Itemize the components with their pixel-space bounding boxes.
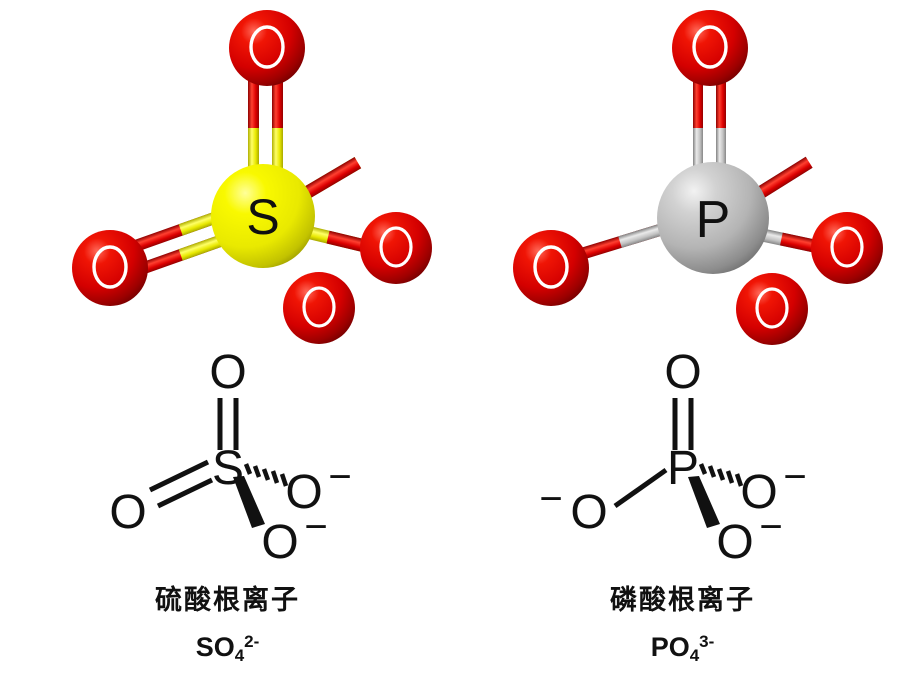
atom-oxygen-left-phosphate	[513, 230, 589, 306]
lewis-atom-center-phosphorus: P	[667, 442, 699, 495]
atom-label-phosphorus: P	[696, 191, 731, 249]
lewis-charge-lower-left-phosphate: −	[539, 477, 562, 521]
lewis-atom-oxygen-right-sulfate: O	[285, 466, 322, 519]
lewis-charge-right-sulfate: −	[328, 455, 351, 499]
lewis-atom-oxygen-top-phosphate: O	[664, 350, 701, 399]
panel-phosphate: P	[455, 0, 910, 691]
lewis-atom-oxygen-top-sulfate: O	[209, 350, 246, 399]
lewis-charge-lower-right-phosphate: −	[759, 505, 782, 549]
atom-oxygen-top-phosphate	[672, 10, 748, 86]
atom-oxygen-bottom-sulfate	[283, 272, 355, 344]
lewis-charge-right-phosphate: −	[783, 455, 806, 499]
caption-formula-sulfate: SO42-	[0, 632, 455, 666]
caption-formula-phosphate: PO43-	[455, 632, 910, 666]
lewis-bond-single-lower-left-phosphate	[613, 467, 668, 509]
lewis-structure-phosphate: O P O − O − O −	[455, 350, 910, 580]
formula-superscript-sulfate: 2-	[244, 632, 260, 651]
lewis-bond-double-top-phosphate	[672, 398, 694, 450]
lewis-atom-oxygen-lower-left-sulfate: O	[109, 486, 146, 539]
atom-oxygen-top-sulfate	[229, 10, 305, 86]
formula-subscript-sulfate: 4	[234, 646, 245, 665]
lewis-atom-oxygen-lower-right-phosphate: O	[716, 516, 753, 569]
lewis-bond-solid-wedge-lower-right-phosphate	[688, 476, 720, 528]
atom-oxygen-right-phosphate	[811, 212, 883, 284]
lewis-charge-lower-right-sulfate: −	[304, 505, 327, 549]
lewis-atom-oxygen-lower-left-phosphate: O	[570, 486, 607, 539]
atom-oxygen-right-sulfate	[360, 212, 432, 284]
caption-name-phosphate: 磷酸根离子	[610, 585, 755, 616]
ball-and-stick-model-sulfate: S	[0, 0, 455, 355]
lewis-atom-oxygen-right-phosphate: O	[740, 466, 777, 519]
ball-and-stick-model-phosphate: P	[455, 0, 910, 355]
caption-name-sulfate: 硫酸根离子	[155, 585, 300, 616]
atom-label-sulfur: S	[246, 189, 279, 245]
lewis-bond-double-lower-left-sulfate	[148, 459, 214, 509]
atom-oxygen-left-sulfate	[72, 230, 148, 306]
formula-base-phosphate: PO	[650, 632, 690, 662]
atom-sulfur-center: S	[211, 164, 315, 268]
lewis-bond-hashed-wedge-right-phosphate	[698, 463, 744, 487]
lewis-bond-double-top-sulfate	[217, 398, 239, 450]
lewis-structure-sulfate: O S O O − O −	[0, 350, 455, 580]
formula-base-sulfate: SO	[195, 632, 235, 662]
lewis-atom-center-sulfur: S	[212, 442, 244, 495]
panel-sulfate: S	[0, 0, 455, 666]
lewis-atom-oxygen-lower-right-sulfate: O	[261, 516, 298, 569]
formula-superscript-phosphate: 3-	[699, 632, 715, 651]
lewis-bond-solid-wedge-lower-right-sulfate	[233, 476, 265, 528]
lewis-bond-hashed-wedge-right-sulfate	[243, 463, 289, 487]
atom-phosphorus-center: P	[657, 162, 769, 274]
formula-subscript-phosphate: 4	[689, 646, 700, 665]
atom-oxygen-bottom-phosphate	[736, 273, 808, 345]
